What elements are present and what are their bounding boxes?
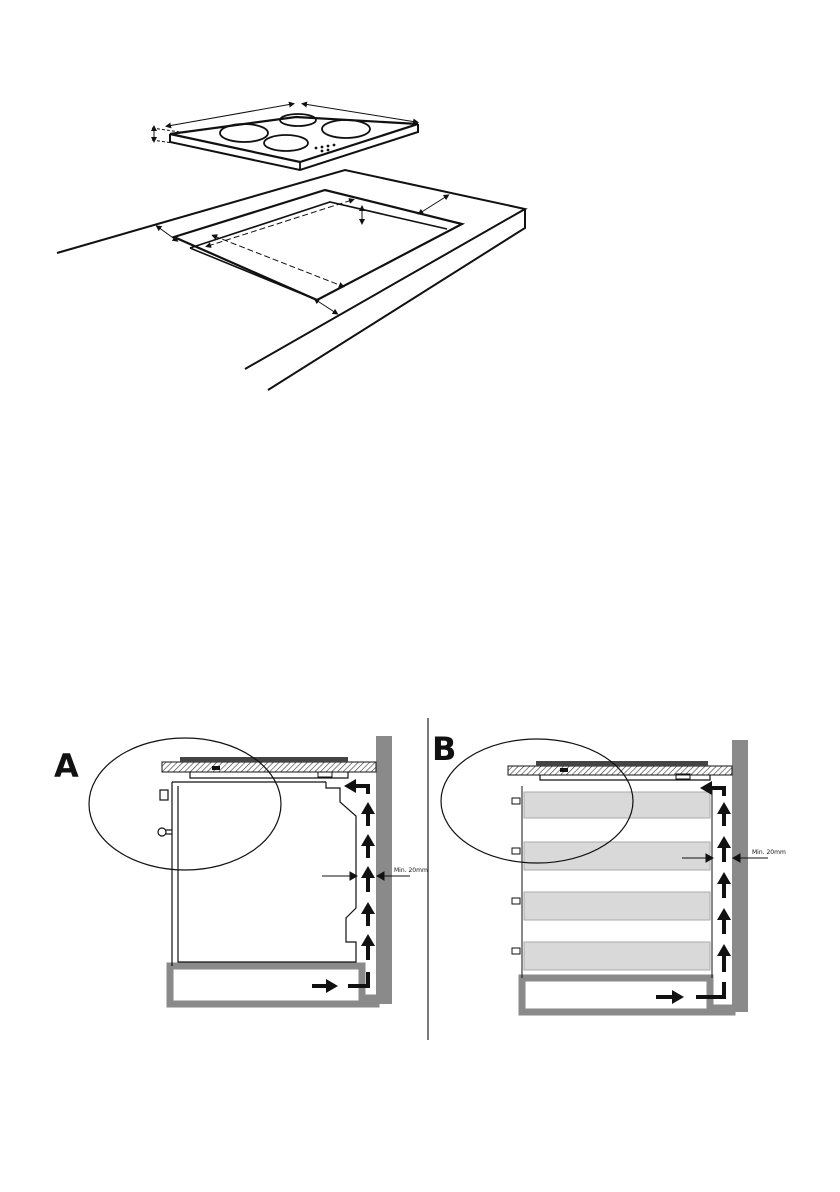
hob-plate	[170, 117, 418, 162]
burner-front-right	[322, 120, 370, 138]
panel-b-wall	[732, 740, 748, 1012]
panel-a: A	[54, 736, 428, 1004]
burner-front-center	[264, 135, 308, 151]
panel-b-label: B	[432, 730, 456, 768]
panel-a-hob	[180, 757, 348, 762]
burner-back-left	[220, 124, 268, 142]
drawer-3	[524, 892, 710, 920]
burner-back-center	[280, 114, 316, 126]
panel-a-base	[170, 966, 376, 1004]
panel-a-worktop	[162, 762, 376, 772]
drawer-2	[524, 842, 710, 870]
worktop-front-edge	[268, 209, 525, 390]
drawer-4	[524, 942, 710, 970]
panel-b: B	[432, 730, 786, 1012]
drawer-1	[524, 792, 710, 818]
cutout-inner	[190, 202, 447, 248]
panel-b-hob	[536, 761, 708, 766]
panel-a-clearance-label: Min. 20mm	[394, 867, 428, 874]
panel-b-drawers	[524, 792, 710, 970]
panel-b-drawer-handles	[512, 798, 520, 954]
panel-b-clearance-label: Min. 20mm	[752, 849, 786, 856]
hob-edge	[170, 124, 418, 170]
panel-a-airflow	[312, 779, 375, 993]
panel-a-oven	[158, 782, 356, 966]
worktop-perspective	[57, 170, 525, 390]
hob-perspective	[170, 114, 418, 170]
panel-a-wall	[376, 736, 392, 1004]
panel-a-label: A	[54, 747, 79, 785]
